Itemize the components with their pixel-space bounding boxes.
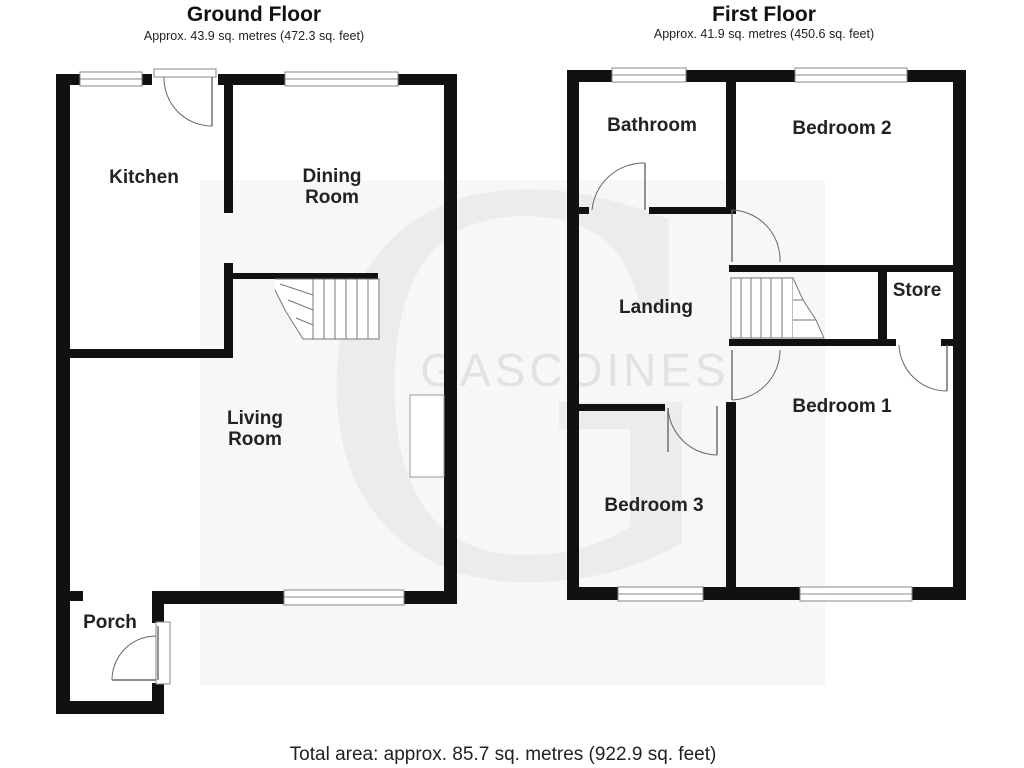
bedroom2-label: Bedroom 2 [792, 118, 891, 139]
bedroom1-label: Bedroom 1 [792, 396, 892, 417]
living-room-label-line1: Living [227, 408, 283, 429]
stair-bottom-wall [729, 339, 896, 346]
ground-floor-area: Approx. 43.9 sq. metres (472.3 sq. feet) [144, 29, 364, 43]
bathroom-bottom-wall-right [649, 207, 736, 214]
ground-left-wall [56, 74, 70, 714]
porch-door-frame [155, 621, 171, 685]
total-area: Total area: approx. 85.7 sq. metres (922… [290, 744, 717, 765]
porch-top-wall-right [152, 591, 164, 611]
first-staircase [730, 277, 825, 339]
porch-label: Porch [83, 612, 137, 633]
bathroom-bottom-wall-left [579, 207, 589, 214]
store-label: Store [893, 280, 942, 301]
first-floor-title: First Floor [712, 3, 816, 26]
dining-room-label-line1: Dining [302, 166, 361, 187]
kitchen-dining-wall [224, 85, 233, 213]
bedroom1-door-swing [731, 349, 781, 401]
store-door-swing [898, 344, 948, 392]
living-room-label-line2: Room [228, 429, 282, 450]
fireplace [409, 394, 445, 478]
store-bottom-wall [941, 339, 953, 346]
bedroom3-bedroom1-wall [726, 402, 736, 600]
back-door-frame [153, 68, 217, 78]
porch-bottom-wall [56, 701, 164, 714]
dining-room-label-line2: Room [305, 187, 359, 208]
kitchen-label: Kitchen [109, 167, 179, 188]
first-right-wall [953, 70, 966, 600]
back-door-swing [163, 76, 213, 127]
bathroom-label: Bathroom [607, 115, 697, 136]
bathroom-bedroom2-wall [726, 82, 736, 208]
bedroom2-bottom-wall [729, 265, 953, 272]
ground-staircase [274, 278, 380, 340]
first-floor-area: Approx. 41.9 sq. metres (450.6 sq. feet) [654, 27, 874, 41]
ground-floor-title: Ground Floor [187, 3, 321, 26]
kitchen-bottom-wall [70, 349, 233, 358]
bedroom3-door-swing [667, 407, 718, 456]
landing-label: Landing [619, 297, 693, 318]
porch-top-wall-left [56, 591, 83, 601]
kitchen-living-wall [224, 263, 233, 358]
bedroom2-door-swing [731, 209, 781, 263]
bathroom-door-swing [591, 162, 646, 211]
first-left-wall [567, 70, 579, 600]
bedroom3-top-wall [579, 404, 665, 411]
ground-right-wall [444, 74, 457, 604]
stair-top-wall [233, 273, 378, 279]
first-floor-plan: Bathroom Bedroom 2 Store Landing Bedroom… [567, 67, 966, 602]
porch-door-swing [111, 635, 157, 681]
bedroom3-label: Bedroom 3 [604, 495, 703, 516]
store-left-wall [878, 272, 887, 345]
porch-right-wall-top [152, 611, 164, 623]
ground-floor-plan: Kitchen Dining Room Living Room Porch [56, 68, 457, 714]
